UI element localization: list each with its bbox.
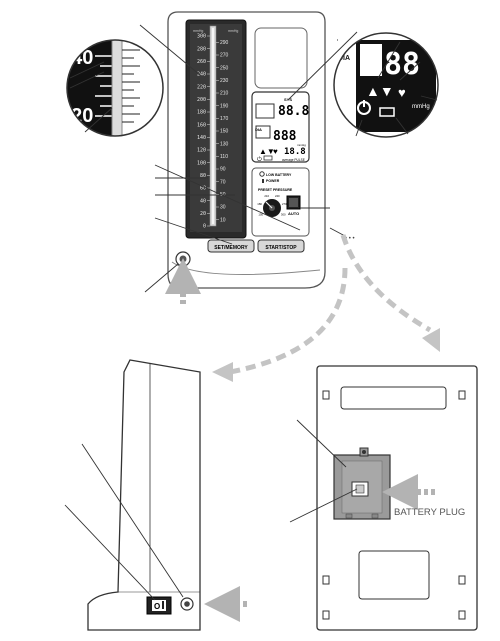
left-scale-label: 180 [197, 110, 206, 116]
battery-icon [263, 155, 273, 161]
left-scale-label: 80 [200, 173, 206, 179]
lcd-display: SYS 88.8 888 DIA mmHg ▲▼ ♥ 18.8 ⏻ averag… [251, 91, 310, 163]
left-scale-label: 240 [197, 72, 206, 78]
zoom-dia-label: DIA [338, 55, 350, 62]
hose-connector[interactable] [175, 251, 191, 267]
battery-plug[interactable] [351, 481, 369, 497]
mount-holes [322, 390, 466, 620]
side-hose-connector[interactable] [180, 597, 194, 611]
heart-icon: ♥ [273, 147, 278, 156]
start-stop-label: START/STOP [265, 245, 297, 251]
right-scale-label: 130 [220, 141, 229, 147]
auto-label: AUTO [288, 211, 299, 216]
device-back-view: BATTERY PLUG [289, 365, 478, 631]
left-scale-label: 140 [197, 135, 206, 141]
scale-zoom: 240 220 [66, 39, 164, 137]
right-scale-label: 270 [220, 53, 229, 59]
set-memory-button[interactable]: SET/MEMORY [207, 239, 255, 253]
left-scale-label: 300 [197, 34, 206, 40]
control-panel: LOW BATTERY POWER PRESET PRESSURE 150 180… [251, 167, 310, 237]
leader-dots: • • • [345, 236, 355, 242]
knob-mark: 180 [257, 202, 262, 206]
right-scale-label: 110 [220, 154, 228, 160]
right-scale-label: 290 [220, 40, 229, 46]
right-scale-label: 10 [220, 217, 226, 223]
power-switch[interactable]: O [146, 596, 172, 615]
right-scale-label: 230 [220, 78, 229, 84]
right-scale-label: 250 [220, 65, 229, 71]
knob-mark: 270 [282, 202, 287, 206]
zoom-heart-icon: ♥ [398, 85, 406, 100]
left-scale-label: 160 [197, 122, 206, 128]
arrow-to-back-head [422, 328, 440, 352]
left-scale-label: 220 [197, 84, 206, 90]
knob-mark: 210 [264, 194, 269, 198]
right-scale-label: 210 [220, 91, 229, 97]
lcd-dia-unit: mmHg [297, 143, 306, 147]
lcd-sys-value: 88.8 [278, 104, 309, 119]
low-battery-led [259, 171, 265, 177]
set-memory-label: SET/MEMORY [214, 245, 248, 251]
power-label: POWER [266, 179, 280, 183]
lcd-dia-value: 888 [273, 129, 297, 144]
arrow-to-back [340, 234, 432, 333]
lcd-zoom: DIA 88 ▲▼ ♥ mmHg [333, 32, 439, 138]
knob-mark: 300 [281, 213, 286, 217]
left-scale-label: 40 [200, 198, 206, 204]
left-scale-label: 60 [200, 186, 206, 192]
left-scale-label: 20 [200, 211, 206, 217]
device-side-view: O [64, 359, 247, 631]
svg-text:O: O [154, 602, 160, 611]
right-scale-label: 90 [220, 167, 226, 173]
arrow-to-side-head [212, 362, 233, 382]
right-scale-label: 150 [220, 129, 229, 135]
device-front: 3002802602402202001801601401201008060402… [165, 11, 326, 304]
left-scale: 3002802602402202001801601401201008060402… [197, 34, 210, 230]
right-scale-label: 70 [220, 179, 226, 185]
start-stop-button[interactable]: START/STOP [257, 239, 305, 253]
zoom-arrows: ▲▼ [366, 83, 394, 99]
left-scale-label: 260 [197, 59, 206, 65]
low-battery-label: LOW BATTERY [266, 173, 292, 177]
zoom-mmhg: mmHg [412, 104, 430, 110]
zoom-battery-icon [379, 107, 395, 117]
power-icon: ⏻ [257, 156, 262, 163]
lcd-pulse-value: 18.8 [284, 147, 306, 157]
top-window [254, 27, 308, 89]
right-scale-label: 170 [220, 116, 229, 122]
leader-lines-top [69, 24, 438, 293]
lcd-dia-label: DIA [255, 127, 262, 132]
right-scale-label: 30 [220, 205, 226, 211]
right-unit: mmHg [228, 29, 238, 33]
preset-pressure-label: PRESET PRESSURE [258, 188, 293, 192]
knob-mark: 240 [275, 194, 280, 198]
left-unit: mmHg [193, 29, 203, 33]
left-scale-label: 100 [197, 160, 206, 166]
knob-mark: 150 [258, 213, 263, 217]
left-scale-label: 200 [197, 97, 206, 103]
right-scale-label: 190 [220, 103, 229, 109]
left-scale-label: 120 [197, 148, 206, 154]
left-scale-label: 280 [197, 46, 206, 52]
left-scale-label: 0 [203, 224, 206, 230]
arrow-to-side [229, 267, 348, 375]
lcd-arrows: ▲▼ [259, 147, 275, 156]
lcd-memory-box [255, 103, 275, 119]
battery-plug-label: BATTERY PLUG [394, 507, 465, 518]
lcd-pulse-label: average PULSE [282, 158, 305, 162]
zoom-dia-value: 88 [384, 47, 420, 82]
